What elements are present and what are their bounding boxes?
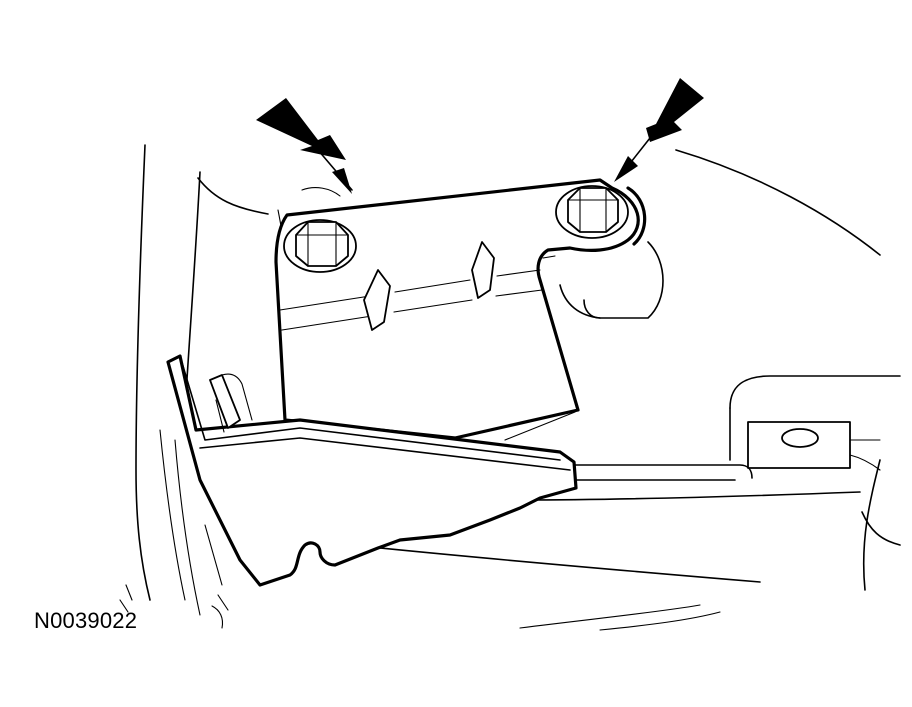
background-structure <box>119 144 901 631</box>
figure-reference-code: N0039022 <box>34 608 137 633</box>
mounting-plate <box>274 178 640 441</box>
right-bolt <box>555 185 647 246</box>
arrow-left-bolt <box>256 98 353 194</box>
left-bolt <box>283 219 357 273</box>
arrow-right-bolt <box>614 78 704 182</box>
lower-bracket-arm <box>166 354 578 587</box>
